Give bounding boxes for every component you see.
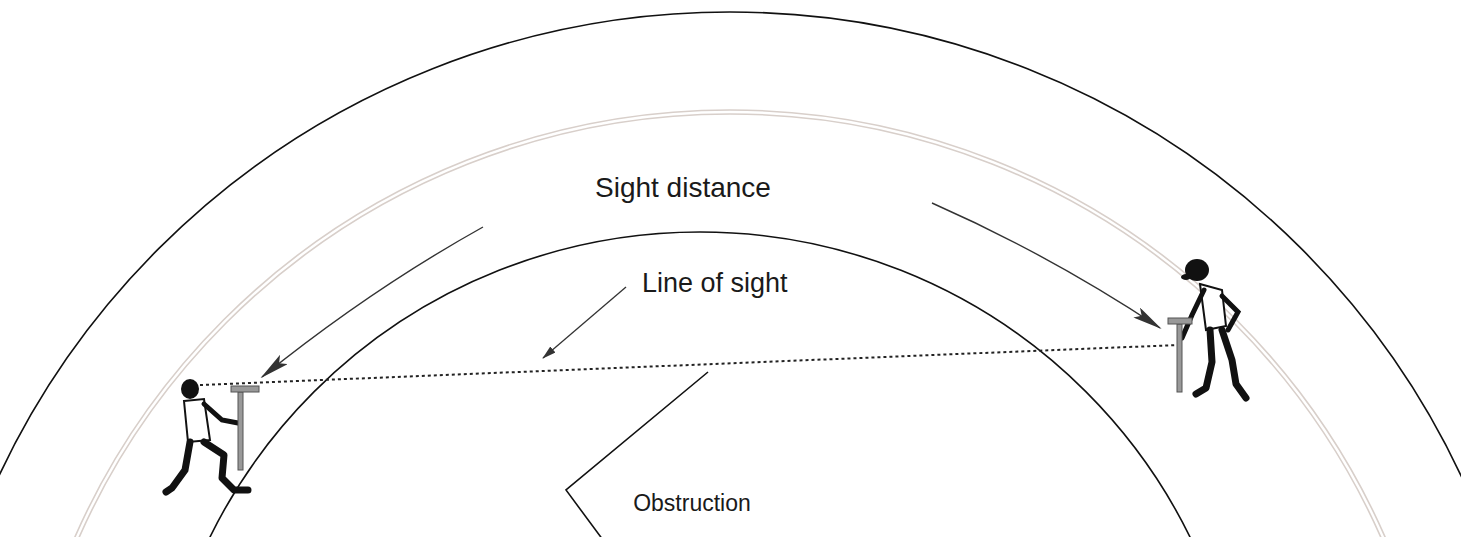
line-of-sight (200, 345, 1178, 385)
label-holder: Sight distance (593, 172, 773, 204)
leader-line (543, 287, 626, 358)
obstruction-label: Obstruction (633, 490, 751, 517)
callout-label: Line of sight (640, 268, 790, 299)
inner-road-edge (154, 232, 1246, 537)
obstruction-outline (566, 372, 844, 537)
sight-distance-arrow (932, 203, 1160, 328)
obstruction-shape: Obstruction (560, 368, 850, 537)
standing-surveyor (1168, 259, 1246, 398)
outer-road-edge (0, 12, 1461, 537)
sight-distance-arrow (262, 227, 483, 377)
label-holder: Line of sight (640, 268, 790, 299)
travel-path (14, 110, 1446, 537)
dimension-label: Sight distance (593, 172, 773, 204)
kneeling-surveyor (166, 379, 259, 492)
travel-path (18, 114, 1442, 537)
